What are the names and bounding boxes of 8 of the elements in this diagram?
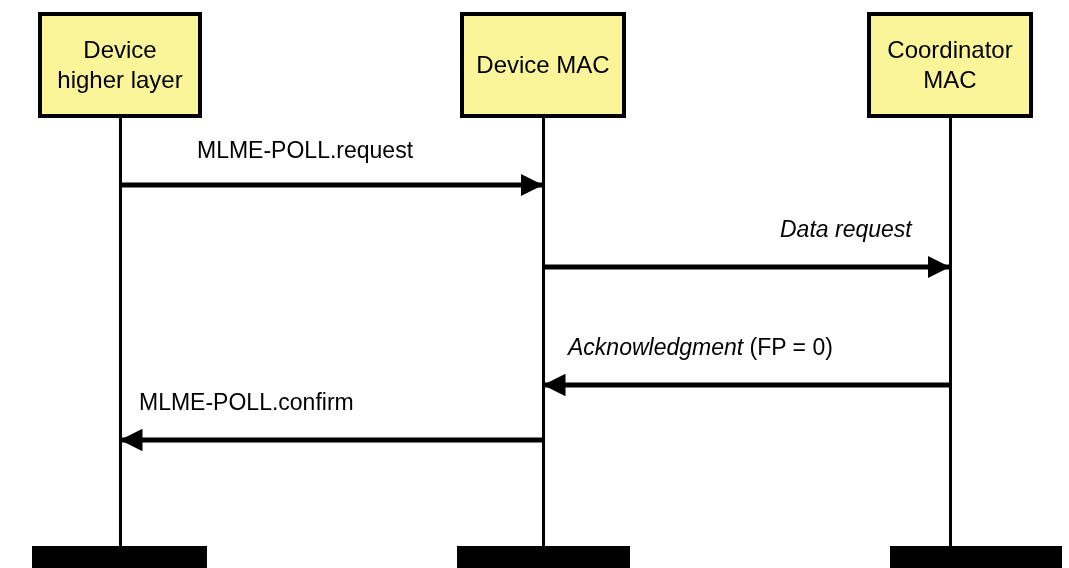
message-arrow xyxy=(120,173,543,197)
lifeline-header-box: Coordinator MAC xyxy=(867,12,1033,118)
lifeline-header-box: Device MAC xyxy=(460,12,626,118)
message-arrow xyxy=(120,428,543,452)
lifeline-header-box: Device higher layer xyxy=(38,12,202,118)
message-arrow xyxy=(543,255,950,279)
message-label: Acknowledgment (FP = 0) xyxy=(566,334,835,361)
message-arrow xyxy=(543,373,950,397)
